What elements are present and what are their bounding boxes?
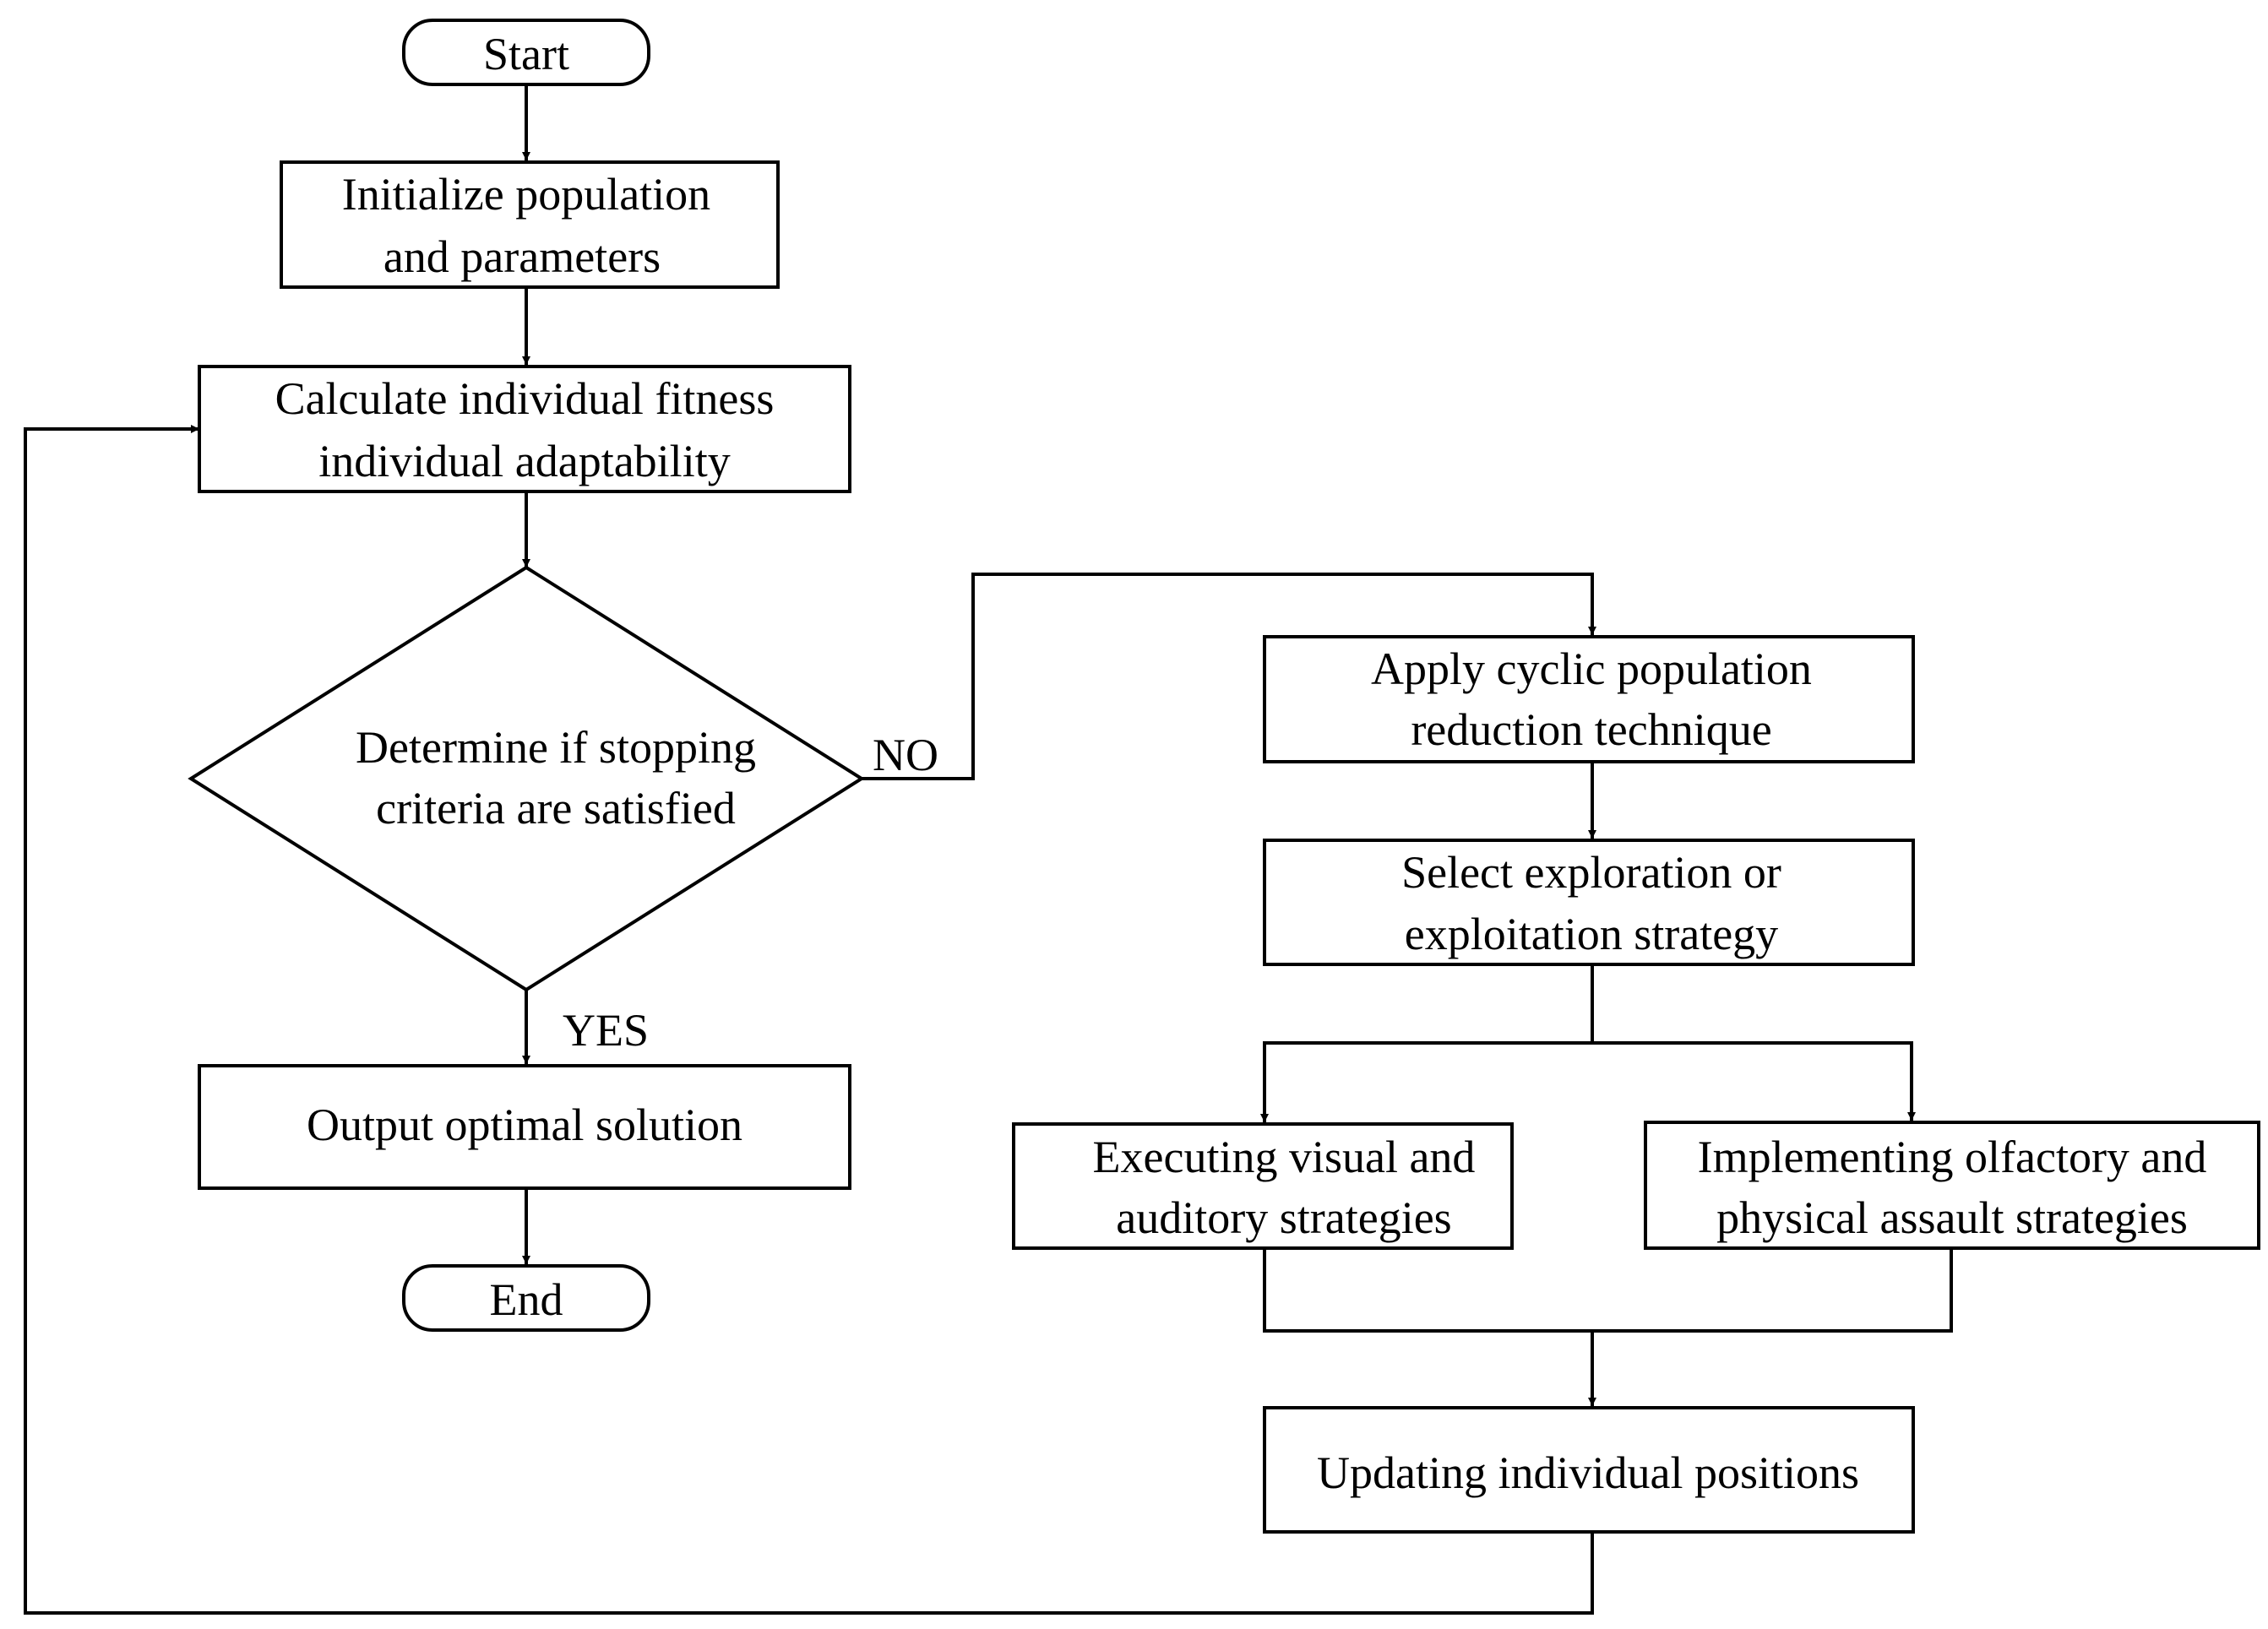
end-terminal: End [402, 1264, 650, 1332]
edge-branch-to-visual [1260, 1041, 1592, 1122]
select-label-line-1: Select exploration or [1401, 847, 1781, 898]
visual-label-line-1: Executing visual and [1093, 1132, 1476, 1182]
init-process: Initialize population and parameters [280, 160, 780, 289]
edge-branch-to-olfactory [1592, 1041, 1916, 1121]
output-label: Output optimal solution [307, 1100, 742, 1150]
olfactory-label-line-2: physical assault strategies [1716, 1192, 2188, 1243]
olfactory-physical-process: Implementing olfactory and physical assa… [1644, 1121, 2260, 1250]
edge-decision-no-to-reduction [862, 573, 1596, 780]
decision-label-line-1: Determine if stopping [356, 722, 756, 773]
start-terminal: Start [402, 19, 650, 86]
start-label: Start [483, 29, 569, 79]
init-label-line-2: and parameters [383, 231, 661, 282]
connectors [24, 84, 1953, 1615]
output-process: Output optimal solution [198, 1064, 851, 1190]
decision-label-line-2: criteria are satisfied [376, 783, 736, 834]
select-label-line-2: exploitation strategy [1405, 909, 1778, 959]
stopping-decision: Determine if stopping criteria are satis… [188, 565, 865, 992]
reduction-label-line-1: Apply cyclic population [1371, 643, 1812, 694]
visual-auditory-process: Executing visual and auditory strategies [1012, 1122, 1514, 1250]
end-label: End [490, 1274, 563, 1325]
yes-edge-label: YES [563, 1005, 649, 1056]
init-label-line-1: Initialize population [342, 169, 710, 220]
visual-label-line-2: auditory strategies [1116, 1192, 1451, 1243]
fitness-process: Calculate individual fitness individual … [198, 365, 851, 493]
update-process: Updating individual positions [1263, 1406, 1915, 1534]
fitness-label-line-1: Calculate individual fitness [275, 373, 775, 424]
olfactory-label-line-1: Implementing olfactory and [1698, 1132, 2207, 1182]
no-edge-label: NO [873, 730, 938, 780]
fitness-label-line-2: individual adaptability [318, 436, 730, 486]
edge-strategies-merge [1263, 1248, 1953, 1333]
update-label: Updating individual positions [1317, 1447, 1859, 1498]
select-process: Select exploration or exploitation strat… [1263, 839, 1915, 966]
reduction-label-line-2: reduction technique [1411, 704, 1771, 755]
reduction-process: Apply cyclic population reduction techni… [1263, 635, 1915, 763]
edge-update-loop-to-fitness [24, 425, 1594, 1615]
